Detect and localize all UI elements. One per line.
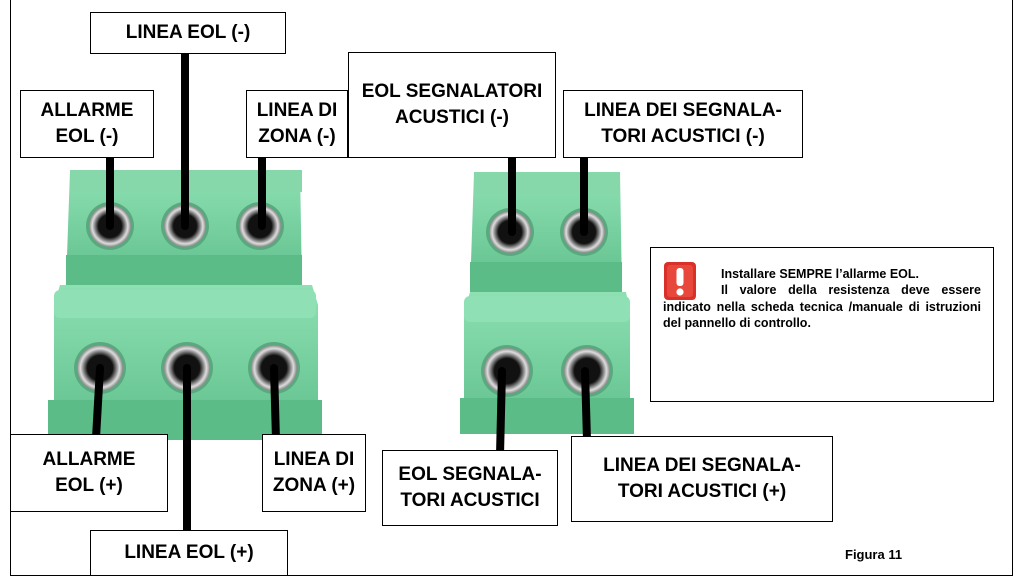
label-eol-segnalatori-pos: EOL SEGNALA- TORI ACUSTICI bbox=[382, 450, 558, 526]
label-allarme-eol-neg: ALLARME EOL (-) bbox=[20, 90, 154, 158]
wires bbox=[92, 46, 591, 539]
label-eol-segnalatori-neg: EOL SEGNALATORI ACUSTICI (-) bbox=[348, 52, 556, 158]
figure-caption: Figura 11 bbox=[845, 547, 903, 562]
label-linea-zona-pos: LINEA DI ZONA (+) bbox=[262, 434, 366, 512]
label-linea-eol-pos: LINEA EOL (+) bbox=[90, 530, 288, 576]
exclamation-warning-icon bbox=[664, 262, 696, 300]
label-linea-segnalatori-pos: LINEA DEI SEGNALA- TORI ACUSTICI (+) bbox=[571, 436, 833, 522]
label-linea-zona-neg: LINEA DI ZONA (-) bbox=[246, 90, 348, 158]
warning-notice: Installare SEMPRE l’allarme EOL. Il valo… bbox=[650, 247, 994, 402]
notice-line2: Il valore della resistenza deve essere i… bbox=[663, 283, 981, 330]
label-linea-segnalatori-neg: LINEA DEI SEGNALA- TORI ACUSTICI (-) bbox=[563, 90, 803, 158]
notice-text: Installare SEMPRE l’allarme EOL. Il valo… bbox=[663, 266, 981, 331]
notice-line1: Installare SEMPRE l’allarme EOL. bbox=[721, 267, 919, 281]
label-linea-eol-neg: LINEA EOL (-) bbox=[90, 12, 286, 54]
label-allarme-eol-pos: ALLARME EOL (+) bbox=[10, 434, 168, 512]
figure-frame bbox=[10, 0, 1013, 576]
